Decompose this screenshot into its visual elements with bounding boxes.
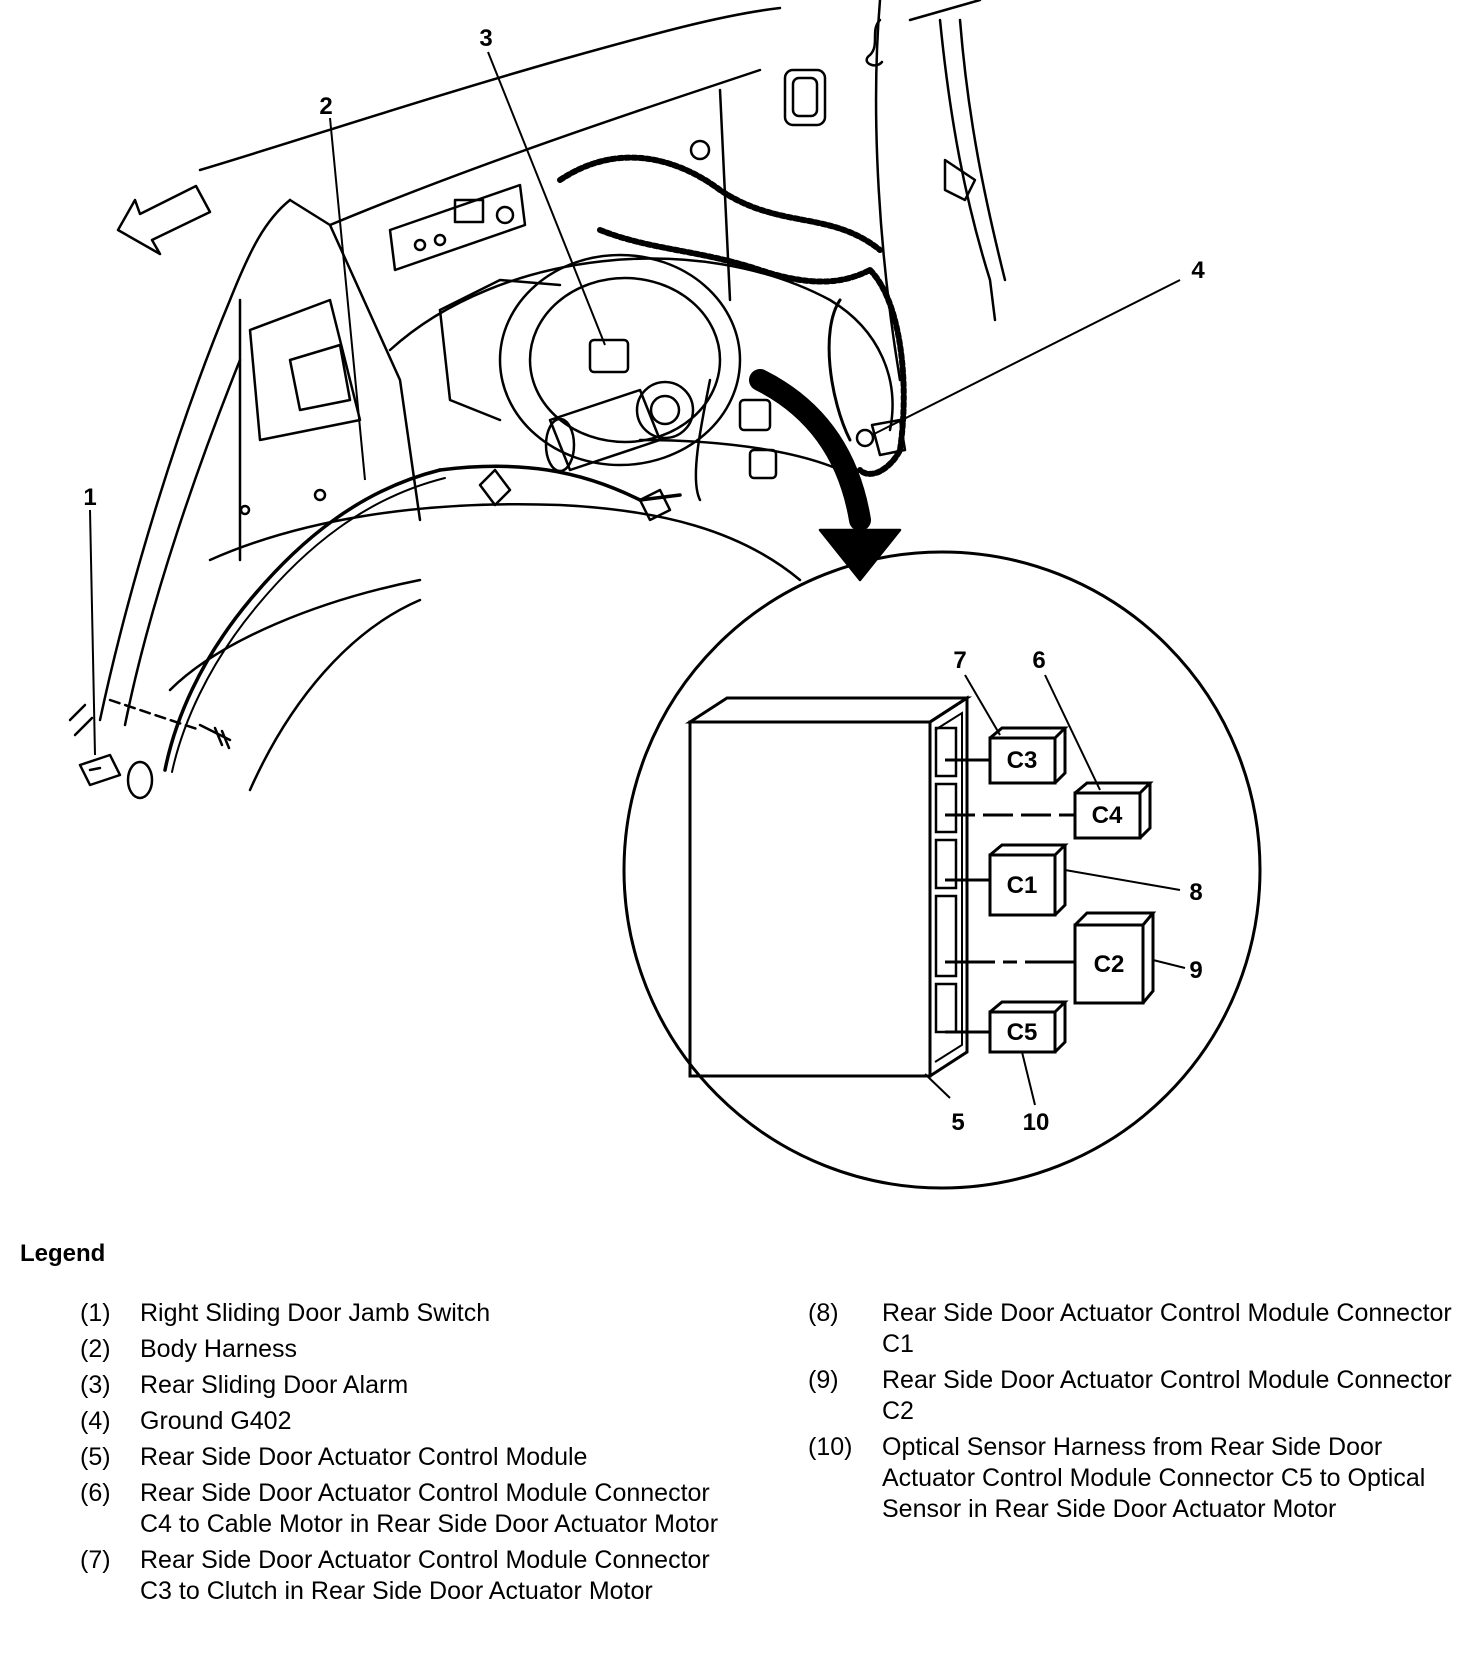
legend-item-number: (6): [80, 1479, 111, 1507]
connector-label-c2: C2: [1094, 951, 1125, 978]
legend-item-text: Rear Side Door Actuator Control Module C…: [140, 1546, 710, 1605]
legend-column-right: (8) Rear Side Door Actuator Control Modu…: [808, 1298, 1460, 1530]
legend-item-number: (9): [808, 1366, 839, 1394]
callout-6: 6: [1032, 647, 1045, 674]
callout-leader-lines: [89, 51, 1186, 1106]
legend-item-text: Rear Side Door Actuator Control Module: [140, 1443, 588, 1471]
control-module-box: [684, 695, 973, 1078]
legend-item-9: (9) Rear Side Door Actuator Control Modu…: [808, 1365, 1460, 1427]
callout-1: 1: [83, 484, 96, 511]
callout-9: 9: [1189, 957, 1202, 984]
connector-label-c3: C3: [1007, 747, 1038, 774]
legend-item-number: (1): [80, 1299, 111, 1327]
legend-item-3: (3) Rear Sliding Door Alarm: [80, 1370, 720, 1401]
legend-item-text: Rear Side Door Actuator Control Module C…: [882, 1366, 1452, 1425]
legend-item-text: Rear Sliding Door Alarm: [140, 1371, 409, 1399]
legend: Legend (1) Right Sliding Door Jamb Switc…: [0, 1240, 1472, 1668]
connector-detail-inset: [622, 550, 1262, 1190]
legend-item-text: Ground G402: [140, 1407, 292, 1435]
callout-3: 3: [479, 25, 492, 52]
legend-item-number: (5): [80, 1443, 111, 1471]
legend-title: Legend: [20, 1240, 106, 1267]
callout-2: 2: [319, 93, 332, 120]
legend-item-number: (10): [808, 1433, 853, 1461]
vehicle-body-illustration: [68, 0, 1007, 800]
callout-7: 7: [953, 647, 966, 674]
legend-item-text: Body Harness: [140, 1335, 298, 1363]
legend-item-number: (2): [80, 1335, 111, 1363]
legend-item-text: Optical Sensor Harness from Rear Side Do…: [882, 1433, 1426, 1523]
legend-item-number: (8): [808, 1299, 839, 1327]
legend-item-7: (7) Rear Side Door Actuator Control Modu…: [80, 1545, 720, 1607]
connector-C4-block: [945, 781, 1154, 840]
callout-8: 8: [1189, 879, 1202, 906]
connector-label-c1: C1: [1007, 872, 1038, 899]
callout-5: 5: [951, 1109, 964, 1136]
legend-item-1: (1) Right Sliding Door Jamb Switch: [80, 1298, 720, 1329]
connector-label-c4: C4: [1092, 802, 1123, 829]
legend-item-number: (7): [80, 1546, 111, 1574]
legend-item-4: (4) Ground G402: [80, 1406, 720, 1437]
legend-item-text: Rear Side Door Actuator Control Module C…: [882, 1299, 1452, 1358]
legend-item-number: (3): [80, 1371, 111, 1399]
legend-item-text: Right Sliding Door Jamb Switch: [140, 1299, 491, 1327]
legend-item-number: (4): [80, 1407, 111, 1435]
legend-column-left: (1) Right Sliding Door Jamb Switch (2) B…: [80, 1298, 720, 1612]
callout-4: 4: [1191, 257, 1205, 284]
legend-item-8: (8) Rear Side Door Actuator Control Modu…: [808, 1298, 1460, 1360]
callout-10: 10: [1023, 1109, 1050, 1136]
legend-item-text: Rear Side Door Actuator Control Module C…: [140, 1479, 719, 1538]
legend-item-6: (6) Rear Side Door Actuator Control Modu…: [80, 1478, 720, 1540]
connector-label-c5: C5: [1007, 1019, 1038, 1046]
connector-C3-block: [945, 726, 1069, 785]
connector-C1-block: [945, 843, 1069, 917]
connector-C2-block: [945, 911, 1157, 1005]
wiring-diagram: C3 C4 C1 C2 C5 1 2 3 4 5 6 7 8 9 10: [68, 0, 1262, 1190]
legend-item-10: (10) Optical Sensor Harness from Rear Si…: [808, 1432, 1460, 1525]
legend-item-5: (5) Rear Side Door Actuator Control Modu…: [80, 1442, 720, 1473]
legend-item-2: (2) Body Harness: [80, 1334, 720, 1365]
